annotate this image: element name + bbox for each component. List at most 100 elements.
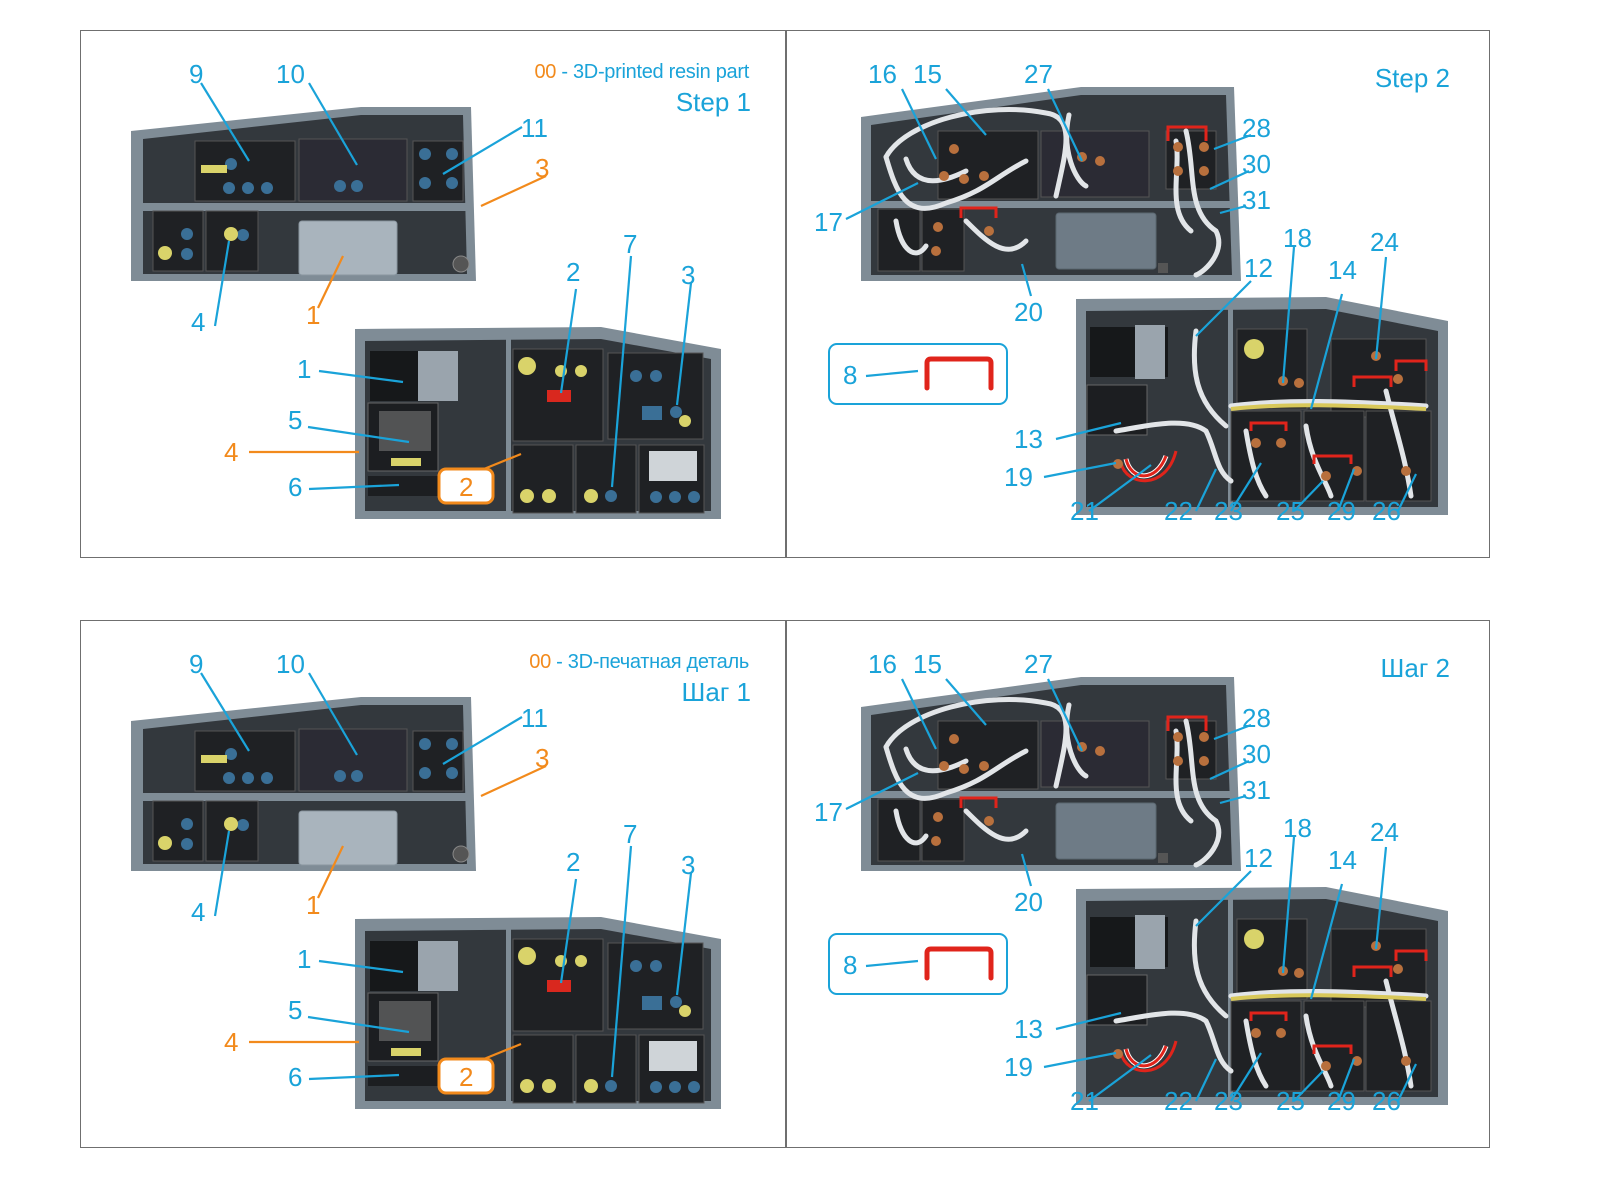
instruction-sheet-english: 00 - 3D-printed resin part Step 1: [80, 30, 1490, 558]
callout-12: 12: [1244, 843, 1273, 873]
callout-26: 26: [1372, 496, 1401, 526]
callout-17: 17: [814, 797, 843, 827]
callout-23: 23: [1214, 1086, 1243, 1116]
callout-17: 17: [814, 207, 843, 237]
step-2-title: Шаг 2: [1380, 653, 1450, 683]
callout-5: 5: [288, 405, 302, 435]
callout-20: 20: [1014, 297, 1043, 327]
callout-1-resin: 1: [306, 300, 320, 330]
callout-11: 11: [521, 703, 548, 733]
callout-31: 31: [1242, 775, 1271, 805]
callout-6: 6: [288, 1062, 302, 1092]
panel-divider: [785, 621, 787, 1147]
resin-part-2-box: [437, 467, 495, 505]
callout-24: 24: [1370, 817, 1399, 847]
callout-8: 8: [843, 950, 857, 980]
callout-26: 26: [1372, 1086, 1401, 1116]
callout-25: 25: [1276, 1086, 1305, 1116]
callout-30: 30: [1242, 739, 1271, 769]
callout-29: 29: [1327, 1086, 1356, 1116]
callout-23: 23: [1214, 496, 1243, 526]
callout-15: 15: [913, 649, 942, 679]
callout-13: 13: [1014, 424, 1043, 454]
callout-27: 27: [1024, 649, 1053, 679]
resin-part-legend: 00 - 3D-печатная деталь: [529, 651, 749, 674]
step-1-panel: 00 - 3D-печатная деталь Шаг 1: [81, 621, 785, 1147]
callout-3-resin: 3: [535, 743, 549, 773]
callout-7: 7: [623, 819, 637, 849]
callout-10: 10: [276, 649, 305, 679]
callout-4-resin: 4: [224, 1027, 238, 1057]
lower-tray: [355, 327, 721, 519]
resin-part-1: [298, 220, 398, 276]
callout-24: 24: [1370, 227, 1399, 257]
step-1-title: Шаг 1: [681, 677, 751, 707]
resin-part-2-box: [437, 1057, 495, 1095]
callout-13: 13: [1014, 1014, 1043, 1044]
step-2-panel: Step 2: [786, 31, 1490, 557]
callout-6: 6: [288, 472, 302, 502]
step-1-title: Step 1: [675, 87, 751, 117]
callout-10: 10: [276, 59, 305, 89]
callout-22: 22: [1164, 1086, 1193, 1116]
bracket-part-8-icon: [924, 356, 994, 391]
step-2-illustration: 16 15 27 28 30 31 17 20 8: [814, 59, 1448, 526]
callout-1-resin: 1: [306, 890, 320, 920]
callout-28: 28: [1242, 703, 1271, 733]
callout-15: 15: [913, 59, 942, 89]
resin-part-1: [298, 810, 398, 866]
callout-4-resin: 4: [224, 437, 238, 467]
step-1-illustration: 9 10 11 3 4 1: [131, 649, 721, 1109]
callout-29: 29: [1327, 496, 1356, 526]
callout-7: 7: [623, 229, 637, 259]
callout-27: 27: [1024, 59, 1053, 89]
callout-3-lower: 3: [681, 260, 695, 290]
callout-12: 12: [1244, 253, 1273, 283]
legend-code: 00: [529, 651, 551, 673]
legend-text: - 3D-printed resin part: [556, 61, 749, 83]
lower-tray-wired: [1076, 887, 1448, 1105]
instruction-sheet-russian: 00 - 3D-печатная деталь Шаг 1: [80, 620, 1490, 1148]
legend-code: 00: [534, 61, 557, 83]
callout-16: 16: [868, 59, 897, 89]
callout-21: 21: [1070, 496, 1099, 526]
callout-14: 14: [1328, 255, 1357, 285]
callout-22: 22: [1164, 496, 1193, 526]
callout-8: 8: [843, 360, 857, 390]
callout-4: 4: [191, 307, 205, 337]
callout-3-resin: 3: [535, 153, 549, 183]
panel-divider: [785, 31, 787, 557]
callout-21: 21: [1070, 1086, 1099, 1116]
upper-tray-wired: [861, 87, 1241, 281]
callout-16: 16: [868, 649, 897, 679]
callout-2-resin: 2: [459, 472, 473, 502]
callout-18: 18: [1283, 223, 1312, 253]
step-1-illustration: 9 10 11 3 4 1: [131, 59, 721, 519]
callout-1-lower: 1: [297, 944, 311, 974]
callout-11: 11: [521, 113, 548, 143]
callout-28: 28: [1242, 113, 1271, 143]
step-2-panel: Шаг 2: [786, 621, 1490, 1147]
callout-2-resin: 2: [459, 1062, 473, 1092]
lower-tray: [355, 917, 721, 1109]
callout-3-lower: 3: [681, 850, 695, 880]
callout-1-lower: 1: [297, 354, 311, 384]
step-1-panel: 00 - 3D-printed resin part Step 1: [81, 31, 785, 557]
upper-tray: [131, 697, 476, 871]
callout-5: 5: [288, 995, 302, 1025]
callout-19: 19: [1004, 1052, 1033, 1082]
lower-tray-wired: [1076, 297, 1448, 515]
callout-30: 30: [1242, 149, 1271, 179]
callout-14: 14: [1328, 845, 1357, 875]
callout-31: 31: [1242, 185, 1271, 215]
callout-18: 18: [1283, 813, 1312, 843]
legend-text: - 3D-печатная деталь: [550, 651, 749, 673]
callout-4: 4: [191, 897, 205, 927]
upper-tray: [131, 107, 476, 281]
callout-20: 20: [1014, 887, 1043, 917]
callout-2: 2: [566, 257, 580, 287]
step-2-illustration: 16 15 27 28 30 31 17 20 8: [814, 649, 1448, 1116]
callout-9: 9: [189, 59, 203, 89]
callout-9: 9: [189, 649, 203, 679]
step-2-title: Step 2: [1374, 63, 1450, 93]
